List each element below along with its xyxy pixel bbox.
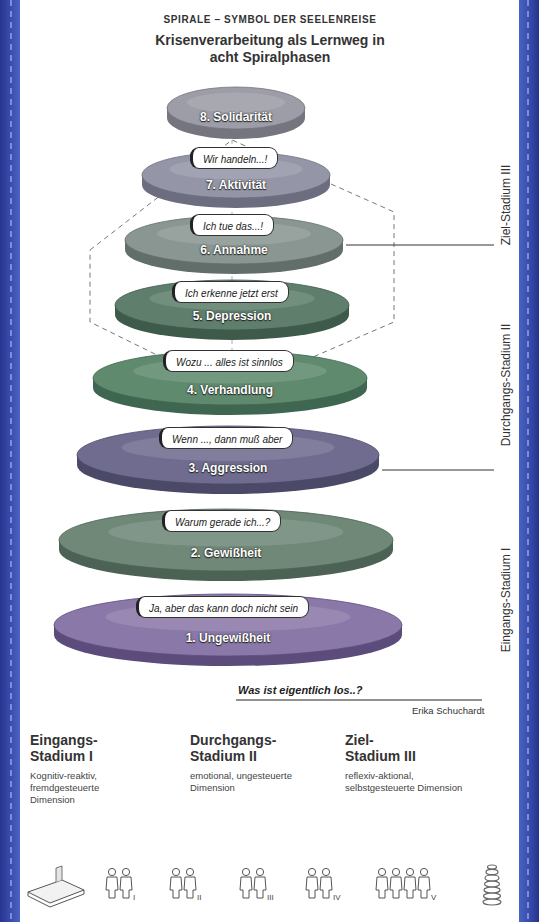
roman-numeral: III [267, 893, 274, 902]
quote-text: Wozu ... alles ist sinnlos [176, 357, 283, 368]
roman-numeral: IV [333, 893, 341, 902]
spiral-ribbon: Wozu ... alles ist sinnlos [163, 350, 294, 372]
spiral-ribbon: Wir handeln...! [190, 147, 278, 169]
legend-heading: Eingangs-Stadium I [30, 732, 125, 764]
quote-text: Ja, aber das kann doch nicht sein [149, 603, 298, 614]
phase-label: 6. Annahme [124, 243, 344, 258]
dashed-border-line [527, 0, 528, 922]
legend-description: Kognitiv-reaktiv, fremdgesteuerte Dimens… [30, 770, 145, 806]
slide-border [519, 0, 539, 922]
slide-border [0, 0, 20, 922]
stage-label: Durchgangs-Stadium II [499, 324, 513, 447]
stage-divider [346, 245, 494, 246]
spiral-disc: 8. Solidarität [166, 86, 306, 140]
quote-text: Ich erkenne jetzt erst [185, 288, 278, 299]
spiral-ribbon: Ich erkenne jetzt erst [172, 281, 289, 303]
legend-description: reflexiv-aktional, selbstgesteuerte Dime… [345, 770, 470, 794]
roman-numeral: II [197, 893, 201, 902]
phase-label: 1. Ungewißheit [53, 631, 403, 646]
author-label: Erika Schuchardt [412, 705, 484, 716]
dashed-frame [90, 140, 394, 392]
spiral-ribbon: Warum gerade ich...? [162, 510, 281, 532]
dashed-border-line [10, 0, 11, 922]
legend-description: emotional, ungesteuerte Dimension [190, 770, 295, 794]
quote-text: Wenn ..., dann muß aber [172, 434, 282, 445]
book-icon [28, 866, 84, 907]
legend-heading: Ziel-Stadium III [345, 732, 425, 764]
phase-label: 2. Gewißheit [58, 546, 394, 561]
title: SPIRALE – SYMBOL DER SEELENREISE [40, 14, 500, 25]
spiral-ribbon: Ja, aber das kann doch nicht sein [136, 596, 309, 618]
spiral-icon [483, 865, 501, 905]
spiral-ribbon: Ich tue das...! [190, 214, 274, 236]
question-label: Was ist eigentlich los..? [238, 684, 363, 696]
phase-label: 8. Solidarität [166, 110, 306, 125]
phase-label: 4. Verhandlung [92, 383, 368, 398]
stage-label: Eingangs-Stadium I [499, 548, 513, 653]
phase-label: 5. Depression [114, 309, 350, 324]
underline [236, 700, 482, 701]
roman-numeral: V [431, 893, 436, 902]
roman-numeral: I [133, 893, 135, 902]
subtitle: Krisenverarbeitung als Lernweg in acht S… [150, 32, 390, 66]
quote-text: Wir handeln...! [203, 154, 267, 165]
spiral-ribbon: Wenn ..., dann muß aber [159, 427, 293, 449]
legend-heading: Durchgangs-Stadium II [190, 732, 290, 764]
quote-text: Ich tue das...! [203, 221, 263, 232]
phase-label: 7. Aktivität [141, 178, 331, 193]
stage-label: Ziel-Stadium III [499, 165, 513, 246]
quote-text: Warum gerade ich...? [175, 517, 270, 528]
stage-divider [382, 470, 494, 471]
phase-label: 3. Aggression [76, 461, 380, 476]
